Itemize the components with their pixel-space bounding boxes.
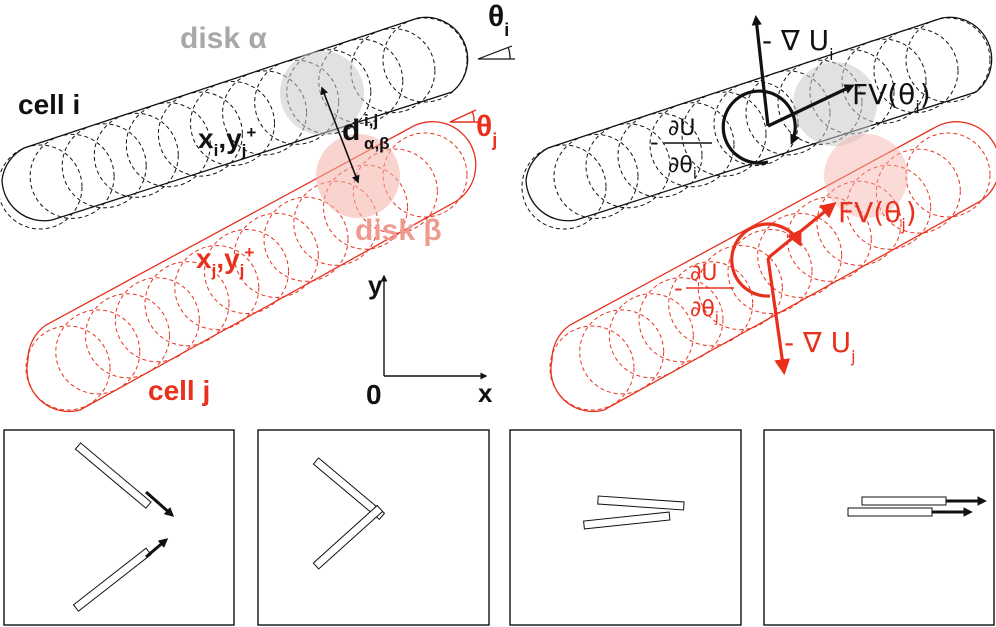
- distance-sup: i,j: [364, 111, 378, 130]
- force-i-arrow: [767, 84, 855, 128]
- theta-i-angle: [477, 45, 515, 60]
- distance-arrow: [320, 86, 360, 184]
- body-disk: [697, 245, 783, 331]
- distance-sub: α,β: [364, 134, 390, 153]
- body-disk: [549, 325, 635, 411]
- grad-j-label: - ∇ Uj: [784, 326, 856, 366]
- body-disk: [905, 17, 991, 103]
- svg-text:∂U: ∂U: [668, 116, 695, 141]
- body-disk: [157, 91, 243, 177]
- body-disk: [521, 144, 607, 230]
- body-disk: [29, 133, 115, 219]
- x-axis-label: x: [478, 378, 493, 408]
- grad-i-arrow: [751, 14, 770, 127]
- svg-text:∂U: ∂U: [690, 261, 717, 286]
- y-axis-label: y: [368, 270, 383, 300]
- body-disk: [846, 164, 932, 250]
- right-cell-j: [549, 121, 996, 413]
- body-disk: [786, 196, 872, 282]
- body-disk: [553, 133, 639, 219]
- distance-label: d: [342, 114, 360, 147]
- body-disk: [263, 196, 349, 282]
- cell-i-outline: [1, 16, 469, 222]
- body-disk: [233, 212, 319, 298]
- body-disk: [318, 38, 404, 124]
- origin-label: 0: [366, 379, 382, 410]
- bottom-panel-approach: [3, 429, 235, 626]
- grad-j-arrow: [766, 257, 791, 376]
- cell-j-label: cell j: [148, 375, 210, 406]
- svg-text:∂θi: ∂θi: [668, 153, 697, 182]
- body-disk: [85, 293, 170, 379]
- cell-j: [25, 121, 477, 413]
- right-disk-beta: [824, 134, 908, 218]
- position-j-label: xj,yj+: [196, 243, 254, 280]
- right-disk-alpha: [793, 62, 877, 146]
- svg-text:-: -: [650, 128, 659, 156]
- body-disk: [617, 112, 703, 198]
- right-cell-i: [521, 16, 993, 230]
- body-disk: [61, 123, 147, 209]
- cell-i-label: cell i: [18, 89, 80, 120]
- torque-j-arrow: [730, 222, 802, 298]
- body-disk: [816, 180, 902, 266]
- cell-j-outline: [26, 121, 477, 413]
- disk-alpha-label: disk α: [180, 22, 267, 55]
- theta-i-label: θi: [488, 0, 509, 40]
- body-disk: [579, 309, 665, 395]
- grad-i-label: - ∇ Ui: [762, 24, 834, 64]
- bottom-panel-aligning: [509, 429, 742, 626]
- body-disk: [681, 91, 767, 177]
- body-disk: [873, 28, 959, 114]
- body-disk: [0, 144, 83, 230]
- body-disk: [875, 148, 961, 234]
- body-disk: [174, 245, 260, 331]
- torque-i-arrow: [721, 89, 800, 165]
- right-cell-j-outline: [550, 121, 996, 413]
- theta-j-label: θj: [476, 110, 497, 150]
- position-i-label: xi,yj+: [198, 123, 256, 160]
- body-disk: [757, 212, 843, 298]
- body-disk: [608, 293, 694, 379]
- right-panel: - ∇ Ui FV(θi) - ∂U ∂θi - ∇ Uj FV(θj) - ∂…: [521, 14, 996, 413]
- body-disk: [204, 229, 289, 314]
- theta-j-angle: [449, 109, 478, 123]
- cell-j-disks: [25, 132, 468, 411]
- svg-text:-: -: [674, 274, 683, 302]
- torque-j-label: - ∂U ∂θj: [674, 261, 734, 326]
- disk-beta-label: disk β: [355, 214, 442, 247]
- body-disk: [114, 277, 200, 363]
- body-disk: [352, 148, 438, 234]
- body-disk: [190, 81, 275, 166]
- left-panel: cell i cell j disk α disk β θi θj xi,yj+…: [0, 0, 515, 413]
- body-disk: [668, 261, 754, 347]
- body-disk: [125, 102, 211, 188]
- body-disk: [55, 309, 141, 395]
- right-cell-i-outline: [525, 16, 993, 222]
- right-cell-j-disks: [549, 132, 991, 411]
- body-disk: [382, 132, 468, 218]
- svg-text:∂θj: ∂θj: [690, 297, 719, 326]
- right-cell-i-disks: [521, 17, 991, 230]
- body-disk: [382, 17, 468, 103]
- body-disk: [727, 229, 813, 314]
- body-disk: [93, 112, 179, 198]
- body-disk: [841, 38, 927, 124]
- body-disk: [649, 102, 735, 188]
- force-j-label: FV(θj): [838, 196, 917, 234]
- coordinate-axes: [380, 274, 488, 380]
- body-disk: [638, 277, 724, 363]
- bottom-panel-aligned: [763, 429, 995, 626]
- body-disk: [905, 132, 991, 218]
- body-disk: [25, 325, 111, 411]
- bottom-panel-contact: [257, 429, 490, 626]
- body-disk: [144, 261, 230, 347]
- body-disk: [350, 28, 436, 114]
- torque-i-label: - ∂U ∂θi: [650, 116, 712, 182]
- force-i-label: FV(θi): [852, 78, 931, 116]
- body-disk: [585, 123, 671, 209]
